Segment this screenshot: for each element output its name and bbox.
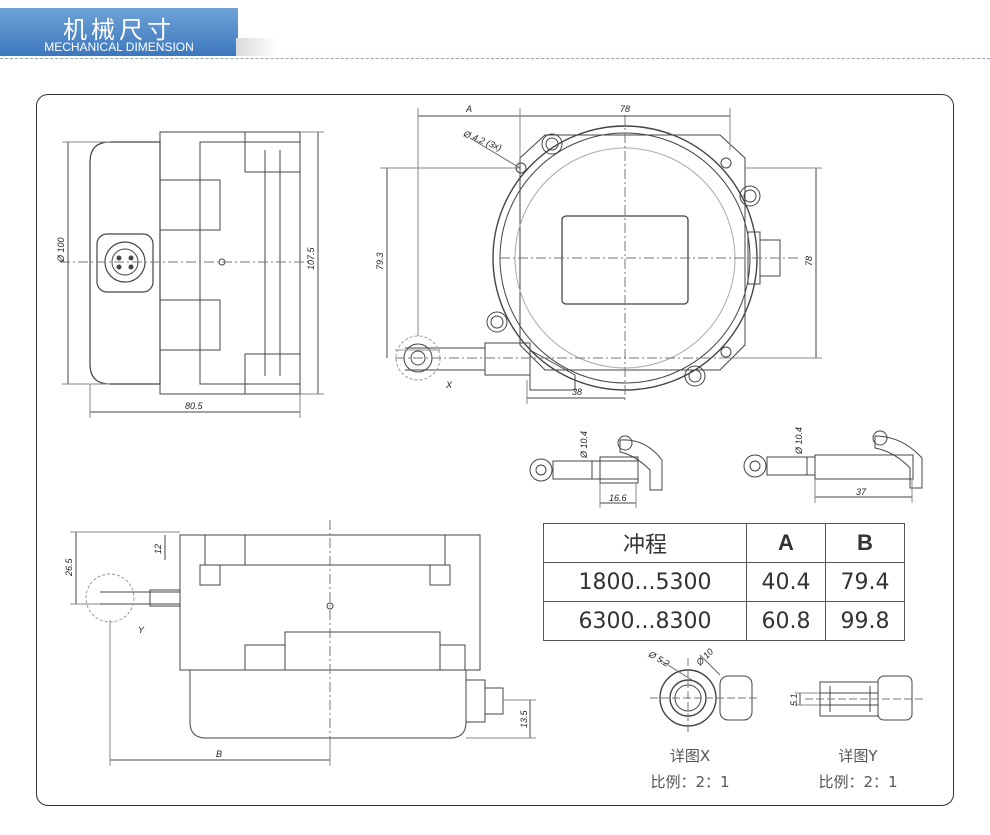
dim-height-13: 13.5 [519, 709, 529, 728]
table-cell: 6300...8300 [543, 601, 747, 641]
dim-height-5: 5.1 [789, 693, 799, 706]
detail-y-drawing [795, 675, 925, 721]
side-view [60, 131, 324, 418]
detail-x-scale: 比例：2：1 [650, 773, 730, 791]
stroke-table: 冲程 A B 1800...5300 40.4 79.4 6300...8300… [543, 523, 905, 641]
wire-end-detail-a [529, 435, 663, 508]
dim-height-26: 26.5 [64, 557, 74, 577]
table-cell: 40.4 [746, 562, 826, 602]
dim-height-79: 79.3 [375, 252, 385, 270]
dim-diameter-100: Ø 100 [56, 237, 66, 263]
screw-group [486, 133, 761, 387]
detail-y-title: 详图Y [838, 747, 878, 765]
dim-vertical-78: 78 [804, 256, 814, 266]
detail-x-title: 详图X [669, 747, 711, 765]
dim-diameter-5: Ø 5.2 [646, 649, 671, 669]
detail-x-drawing [650, 654, 760, 735]
table-row: 6300...8300 60.8 99.8 [543, 601, 905, 641]
dim-diameter-10-b: Ø 10.4 [794, 427, 804, 455]
dim-width-80: 80.5 [185, 401, 204, 411]
dim-width-78: 78 [620, 104, 630, 114]
table-row: 1800...5300 40.4 79.4 [543, 562, 905, 602]
front-view [380, 108, 822, 404]
drawing-frame [36, 94, 954, 806]
header-banner [0, 8, 238, 56]
dim-diameter-10-a: Ø 10.4 [579, 431, 589, 459]
header-banner-tail [236, 38, 276, 56]
table-header-row: 冲程 A B [543, 523, 905, 563]
detail-y-scale: 比例：2：1 [818, 773, 898, 791]
dim-width-16: 16.6 [609, 493, 627, 503]
table-header-cell: A [746, 523, 826, 563]
dim-hole: Ø 4.2 (3x) [461, 128, 503, 153]
label-x: X [445, 380, 453, 390]
dim-width-38: 38 [572, 387, 582, 397]
table-cell: 99.8 [825, 601, 905, 641]
table-cell: 60.8 [746, 601, 826, 641]
label-y: Y [138, 625, 145, 635]
section-header: 机械尺寸 MECHANICAL DIMENSION [0, 8, 276, 58]
wire-end-detail-b [743, 430, 923, 503]
dim-b: B [216, 749, 222, 759]
table-cell: 79.4 [825, 562, 905, 602]
dim-a: A [465, 104, 472, 114]
table-header-cell: 冲程 [543, 523, 747, 563]
table-cell: 1800...5300 [543, 562, 747, 602]
header-subtitle: MECHANICAL DIMENSION [44, 40, 194, 54]
table-header-cell: B [825, 523, 905, 563]
dim-height-12: 12 [153, 544, 163, 554]
dim-diameter-10: Ø 10 [694, 647, 716, 669]
header-title: 机械尺寸 [63, 16, 175, 44]
dim-width-37: 37 [856, 487, 867, 497]
bottom-view [70, 520, 536, 766]
header-divider [0, 58, 990, 59]
dim-height-107: 107.5 [306, 246, 316, 270]
